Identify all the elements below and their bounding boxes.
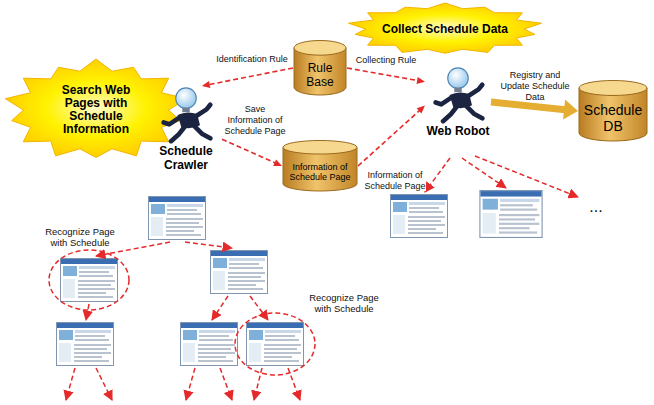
edge-label: Information of Schedule Page xyxy=(364,170,425,191)
web-page-thumbnail xyxy=(247,323,304,366)
arrowhead xyxy=(563,100,578,120)
web-page-thumbnail xyxy=(480,191,542,238)
node-label: Web Robot xyxy=(425,124,491,138)
starburst-callout: Collect Schedule Data xyxy=(345,2,545,56)
dashed-arrow xyxy=(358,106,425,166)
text-area: Search Web Pages with Schedule Informati… xyxy=(43,83,148,137)
crawl-arrow xyxy=(86,304,89,320)
web-page-thumbnail xyxy=(211,251,268,294)
edge-label: Registry and Update Schedule Data xyxy=(500,70,569,102)
cylinder-top xyxy=(579,81,647,96)
text-area: Information of Schedule Page xyxy=(285,156,355,189)
agent-figure: Schedule Crawler xyxy=(150,86,222,172)
node-text: Schedule DB xyxy=(581,102,645,134)
figure-legs xyxy=(171,126,210,141)
edge-label-box: Identification Rule xyxy=(213,54,291,65)
edge-label-box: Collecting Rule xyxy=(352,55,420,66)
note-label-box: Recognize Page with Schedule xyxy=(302,292,386,314)
figure-arms xyxy=(436,85,483,105)
node-text: Search Web Pages with Schedule Informati… xyxy=(43,84,148,136)
figure-icon xyxy=(430,66,486,124)
note-label: Recognize Page with Schedule xyxy=(45,226,115,248)
crawl-arrow xyxy=(220,368,232,400)
dashed-arrow xyxy=(202,68,293,88)
collect-arrow xyxy=(462,158,506,188)
connector-line xyxy=(222,139,276,163)
node-text: Collect Schedule Data xyxy=(382,22,508,36)
note-label-box: Recognize Page with Schedule xyxy=(38,226,122,248)
dashed-arrow xyxy=(222,139,282,166)
note-label-box: ... xyxy=(582,198,610,216)
edge-label-box: Information of Schedule Page xyxy=(362,170,428,192)
node-label: Schedule DB xyxy=(581,102,645,134)
edge-label: Collecting Rule xyxy=(356,55,417,65)
bulb-base xyxy=(454,88,461,93)
arrowhead xyxy=(417,77,425,84)
text-area: Schedule DB xyxy=(581,97,645,139)
edge-label: Save Information of Schedule Page xyxy=(224,104,285,136)
arrowhead xyxy=(273,160,282,166)
crawl-arrow xyxy=(96,368,112,400)
node-text: Web Robot xyxy=(425,124,491,138)
figure-icon xyxy=(158,86,214,144)
crawl-arrow xyxy=(66,368,75,400)
web-page-thumbnail xyxy=(149,197,206,240)
crawl-arrow xyxy=(250,296,268,320)
arrowhead xyxy=(417,106,425,114)
cylinder-top xyxy=(294,41,346,56)
node-label: Rule Base xyxy=(296,61,344,89)
node-label: Collect Schedule Data xyxy=(382,22,508,36)
edge-label-box: Save Information of Schedule Page xyxy=(222,104,288,137)
figure-arms xyxy=(164,105,211,125)
database-cylinder: Schedule DB xyxy=(578,80,648,142)
connector-line xyxy=(209,68,293,85)
node-label: Information of Schedule Page xyxy=(285,162,355,182)
agent-figure: Web Robot xyxy=(425,66,491,138)
note-label: Recognize Page with Schedule xyxy=(309,292,379,314)
arrowhead xyxy=(202,81,211,88)
crawl-arrow xyxy=(186,368,195,400)
database-cylinder: Rule Base xyxy=(293,40,347,96)
connector-line xyxy=(347,68,418,81)
crawl-arrow xyxy=(185,242,232,248)
node-label: Schedule Crawler xyxy=(150,144,222,172)
connector-line xyxy=(491,102,565,110)
recognized-page-circle xyxy=(49,250,129,310)
edge-label: Identification Rule xyxy=(216,54,288,64)
dashed-arrow xyxy=(347,68,425,84)
text-area: Collect Schedule Data xyxy=(369,15,521,43)
cylinder-top xyxy=(283,141,357,155)
web-page-thumbnail xyxy=(391,195,448,238)
recognized-page-circle xyxy=(235,313,315,375)
web-page-thumbnail xyxy=(181,323,238,366)
node-text: Information of Schedule Page xyxy=(285,162,355,182)
collect-arrow xyxy=(475,156,578,197)
node-text: Rule Base xyxy=(296,61,344,89)
node-label: Search Web Pages with Schedule Informati… xyxy=(43,84,148,136)
bulb-base xyxy=(182,108,189,113)
node-text: Schedule Crawler xyxy=(150,144,222,172)
starburst-outline xyxy=(349,3,542,53)
crawl-arrow xyxy=(212,296,228,320)
database-cylinder: Information of Schedule Page xyxy=(282,140,358,192)
note-label: ... xyxy=(589,198,602,215)
figure-legs xyxy=(443,106,482,121)
starburst-outline xyxy=(5,59,186,157)
collect-arrow xyxy=(425,158,450,192)
lightbulb xyxy=(448,68,469,89)
connector-line xyxy=(358,110,420,166)
web-page-thumbnail xyxy=(61,259,118,302)
edge-label-box: Registry and Update Schedule Data xyxy=(494,70,576,103)
thick-arrow xyxy=(491,100,578,120)
web-page-thumbnail xyxy=(57,323,114,366)
crawl-arrows xyxy=(49,156,578,400)
text-area: Rule Base xyxy=(296,57,344,93)
lightbulb xyxy=(176,88,197,109)
